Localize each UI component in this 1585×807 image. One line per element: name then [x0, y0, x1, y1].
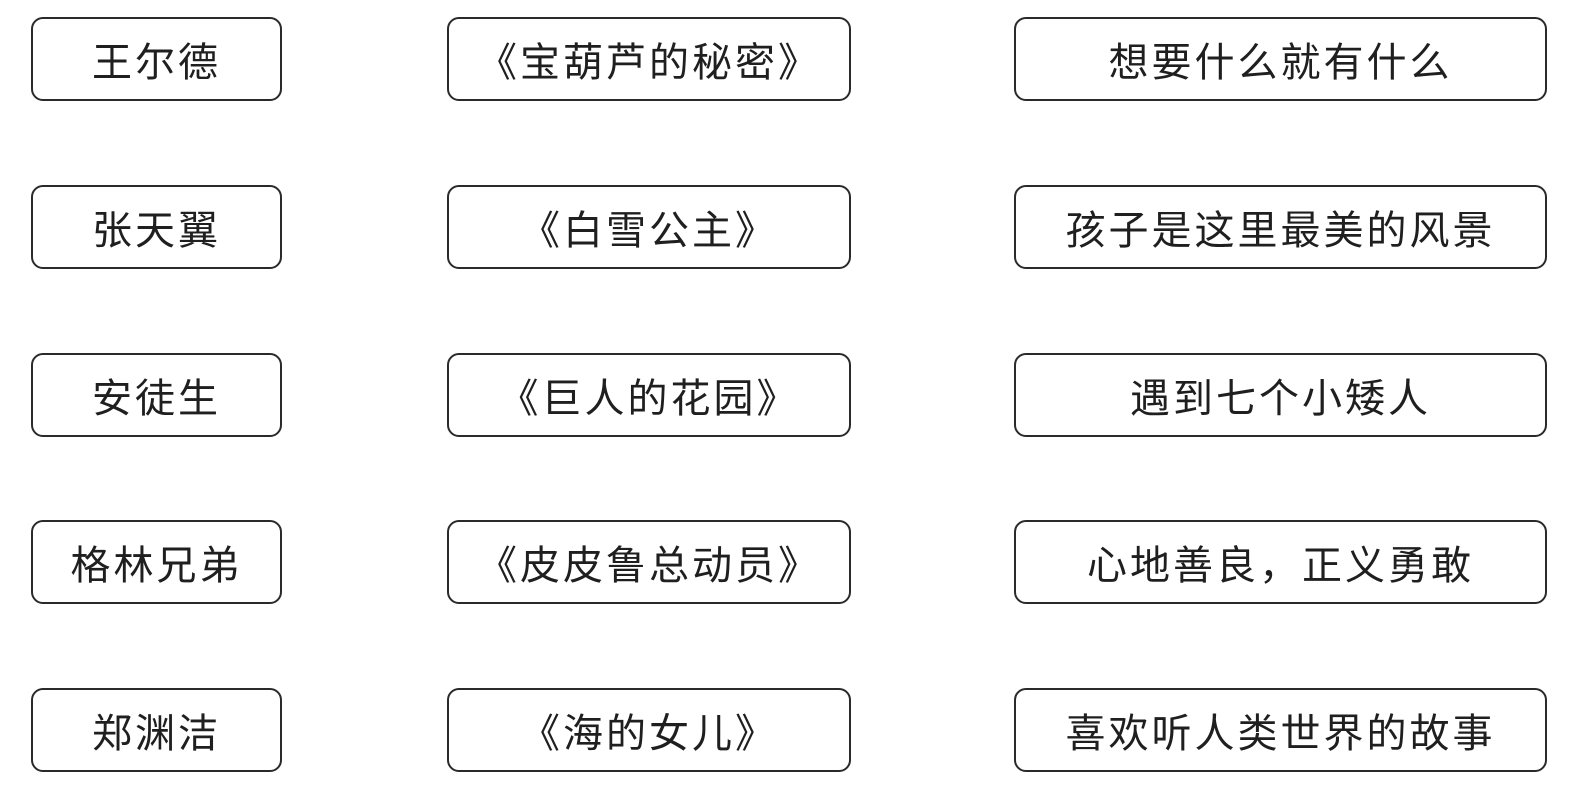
- book-title: 《巨人的花园》: [498, 376, 800, 422]
- book-box[interactable]: 《巨人的花园》: [447, 353, 851, 437]
- author-label: 格林兄弟: [70, 543, 243, 589]
- description-text: 喜欢听人类世界的故事: [1065, 711, 1496, 757]
- book-title: 《白雪公主》: [520, 208, 778, 254]
- description-text: 遇到七个小矮人: [1130, 376, 1431, 422]
- author-label: 郑渊洁: [92, 711, 221, 757]
- description-box[interactable]: 遇到七个小矮人: [1014, 353, 1547, 437]
- description-box[interactable]: 喜欢听人类世界的故事: [1014, 688, 1547, 772]
- author-box[interactable]: 格林兄弟: [31, 520, 282, 604]
- description-box[interactable]: 孩子是这里最美的风景: [1014, 185, 1547, 269]
- author-label: 王尔德: [92, 40, 221, 86]
- book-title: 《皮皮鲁总动员》: [477, 543, 821, 589]
- book-box[interactable]: 《白雪公主》: [447, 185, 851, 269]
- book-box[interactable]: 《海的女儿》: [447, 688, 851, 772]
- author-box[interactable]: 王尔德: [31, 17, 282, 101]
- description-box[interactable]: 想要什么就有什么: [1014, 17, 1547, 101]
- book-title: 《宝葫芦的秘密》: [477, 40, 821, 86]
- author-label: 张天翼: [92, 208, 221, 254]
- description-text: 想要什么就有什么: [1108, 40, 1453, 86]
- description-text: 心地善良，正义勇敢: [1087, 543, 1474, 589]
- author-box[interactable]: 安徒生: [31, 353, 282, 437]
- book-box[interactable]: 《宝葫芦的秘密》: [447, 17, 851, 101]
- author-label: 安徒生: [92, 376, 221, 422]
- author-box[interactable]: 郑渊洁: [31, 688, 282, 772]
- book-title: 《海的女儿》: [520, 711, 778, 757]
- description-box[interactable]: 心地善良，正义勇敢: [1014, 520, 1547, 604]
- author-box[interactable]: 张天翼: [31, 185, 282, 269]
- description-text: 孩子是这里最美的风景: [1065, 208, 1496, 254]
- book-box[interactable]: 《皮皮鲁总动员》: [447, 520, 851, 604]
